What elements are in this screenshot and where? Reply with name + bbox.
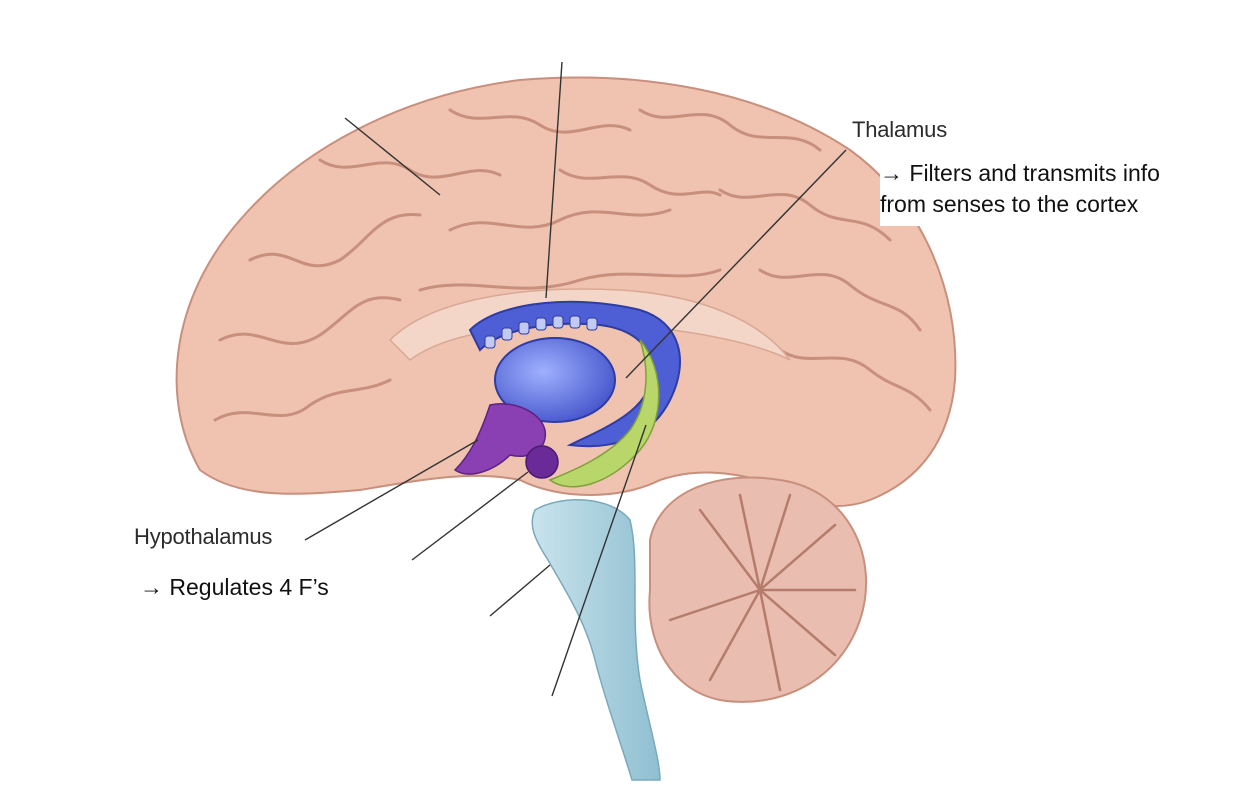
ring-segments xyxy=(484,315,598,349)
cerebellum-folia xyxy=(668,493,857,692)
limbic-ring xyxy=(468,300,681,448)
thalamus-note: → Filters and transmits info from senses… xyxy=(880,156,1170,226)
hypothalamus-note: → Regulates 4 F’s xyxy=(140,574,329,600)
brainstem xyxy=(531,499,661,781)
thalamus-note-line2: from senses to the cortex xyxy=(880,191,1139,217)
thalamus xyxy=(494,337,616,423)
leader-lines xyxy=(304,61,847,697)
hypothalamus-label: Hypothalamus xyxy=(134,524,273,549)
hypothalamus xyxy=(453,403,546,475)
cortex-gyri xyxy=(213,108,932,422)
thalamus-note-line1: → Filters and transmits info xyxy=(880,160,1160,186)
pituitary xyxy=(525,445,559,479)
hippocampus xyxy=(548,339,660,488)
thalamus-label: Thalamus xyxy=(852,117,947,142)
